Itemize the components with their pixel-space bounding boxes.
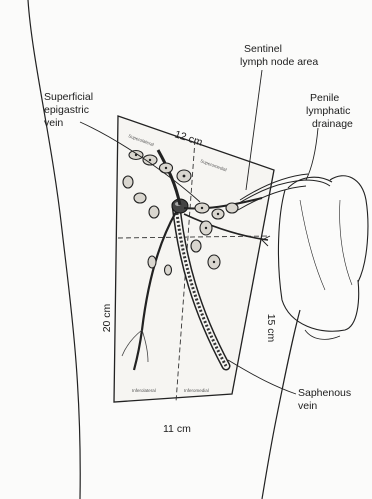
leader-penile: [306, 128, 318, 180]
quadrant-lower-left-label: Inferolateral: [132, 388, 156, 393]
lymph-node: [191, 240, 201, 252]
label-saphenous-vein: Saphenous vein: [298, 387, 354, 412]
lymph-node: [123, 176, 133, 188]
lymph-node: [165, 265, 172, 275]
lymph-node: [149, 206, 159, 218]
quadrant-lower-right-label: Inferomedial: [184, 388, 209, 393]
dimension-left: 20 cm: [101, 303, 113, 332]
leader-saphenous: [228, 360, 296, 394]
label-sentinel: Sentinel lymph node area: [240, 43, 318, 68]
lymph-node: [148, 256, 156, 268]
thigh-lateral-outline: [28, 0, 80, 499]
label-penile-lymphatic-drainage: Penile lymphatic drainage: [306, 92, 353, 130]
dimension-right: 15 cm: [265, 314, 277, 343]
lymph-node: [134, 193, 146, 203]
genitalia-outline: [278, 176, 367, 340]
label-superficial-epigastric-vein: Superficial epigastric vein: [44, 91, 96, 129]
dimension-bottom: 11 cm: [163, 423, 191, 435]
